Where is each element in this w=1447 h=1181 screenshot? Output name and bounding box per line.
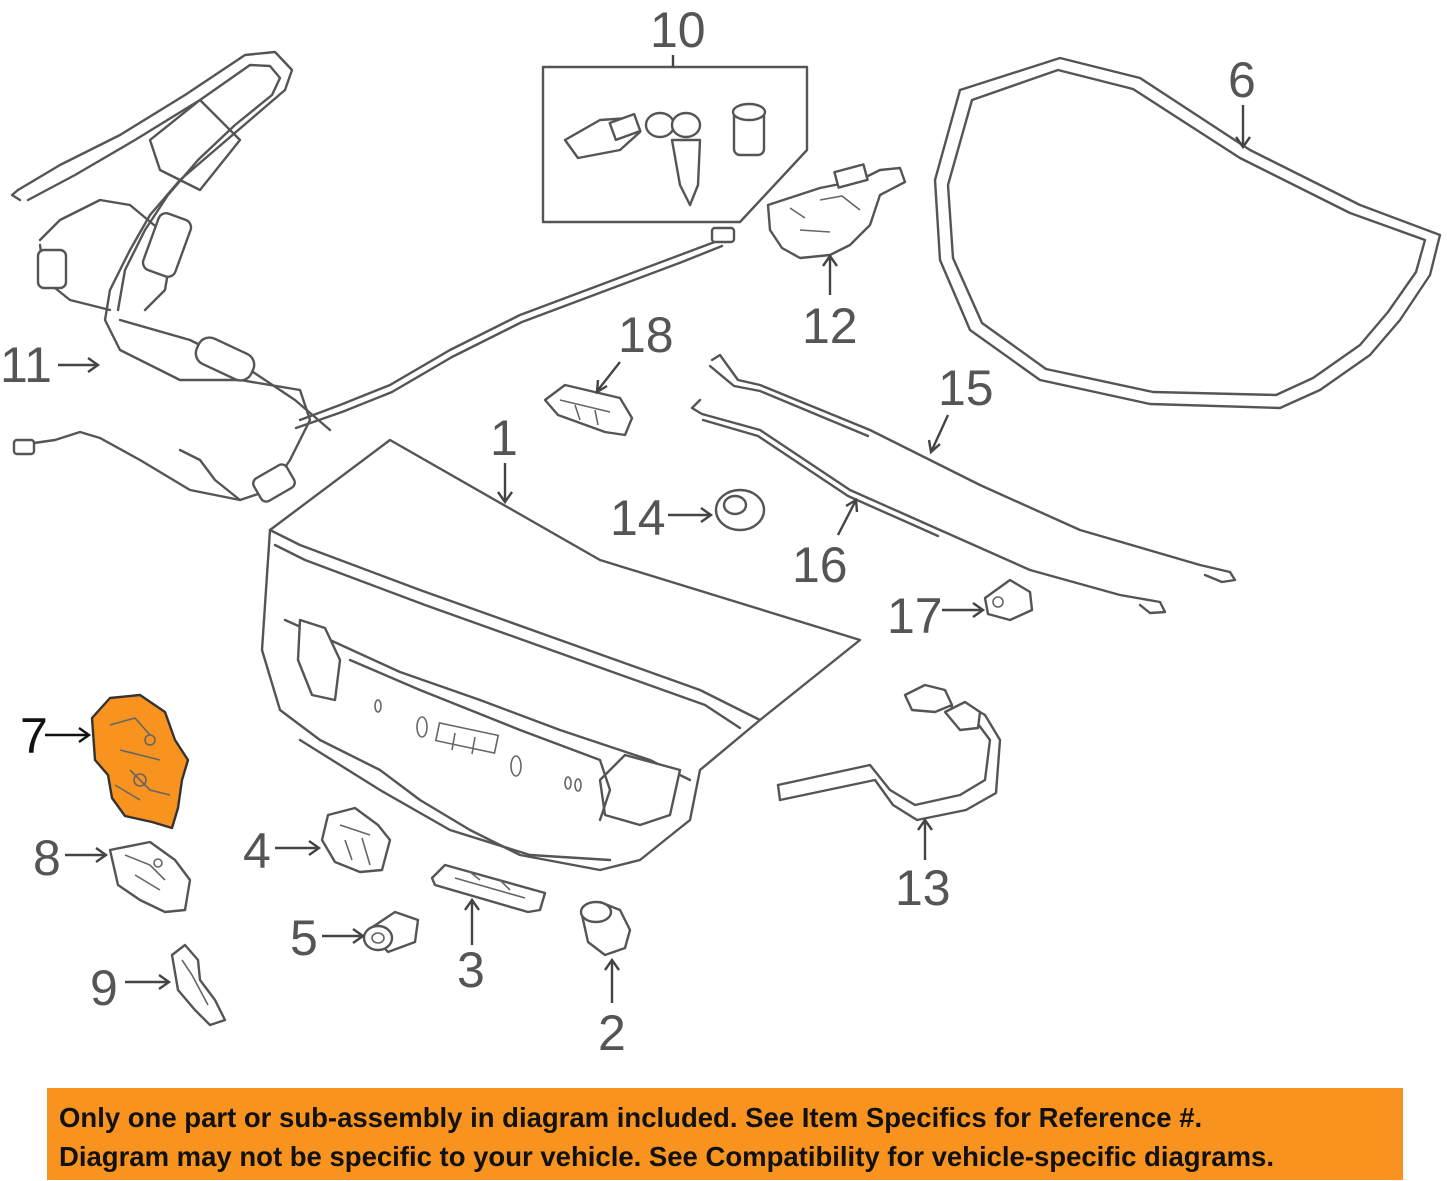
part-14-grommet [714, 488, 766, 532]
callout-label-3: 3 [457, 942, 485, 998]
part-7-actuator [90, 693, 190, 830]
part-11-cable-harness [10, 50, 332, 503]
part-12-trunk-latch [766, 163, 907, 260]
callout-label-11: 11 [0, 337, 52, 393]
callout-label-5: 5 [290, 910, 318, 966]
callout-label-12: 12 [802, 298, 858, 354]
callout-label-6: 6 [1228, 52, 1256, 108]
part-8-latch [108, 840, 192, 914]
callout-label-16: 16 [792, 537, 848, 593]
part-16-torsion-bar [690, 398, 1167, 615]
callout-label-14: 14 [610, 490, 666, 546]
part-15-torsion-bar [710, 353, 1237, 584]
part-5-grommet [362, 910, 420, 954]
notice-banner: Only one part or sub-assembly in diagram… [47, 1088, 1403, 1180]
callout-label-17: 17 [887, 588, 943, 644]
callout-label-4: 4 [243, 823, 271, 879]
release-cable [298, 233, 732, 422]
part-13-hinge [776, 683, 1002, 822]
part-18-bracket [543, 383, 634, 437]
callout-label-10: 10 [650, 2, 706, 58]
notice-line-1: Only one part or sub-assembly in diagram… [59, 1102, 1203, 1133]
callout-label-18: 18 [618, 307, 674, 363]
notice-line-2: Diagram may not be specific to your vehi… [59, 1141, 1274, 1172]
part-3-garnish [430, 863, 547, 914]
callout-label-15: 15 [938, 360, 994, 416]
part-9-bracket [170, 943, 227, 1027]
part-2-bumper [579, 900, 632, 957]
part-1-trunk-lid [260, 438, 862, 872]
callouts: 10 6 12 11 18 15 1 14 16 17 7 8 [0, 2, 1256, 1061]
callout-label-8: 8 [33, 830, 61, 886]
callout-label-1: 1 [490, 410, 518, 466]
callout-label-13: 13 [895, 860, 951, 916]
callout-label-2: 2 [598, 1005, 626, 1061]
part-17-stopper [983, 578, 1034, 622]
part-4-guide [320, 806, 392, 874]
part-10-key-set [541, 65, 809, 224]
part-6-weatherstrip [933, 56, 1442, 410]
callout-label-7: 7 [20, 708, 48, 764]
callout-label-9: 9 [90, 960, 118, 1016]
